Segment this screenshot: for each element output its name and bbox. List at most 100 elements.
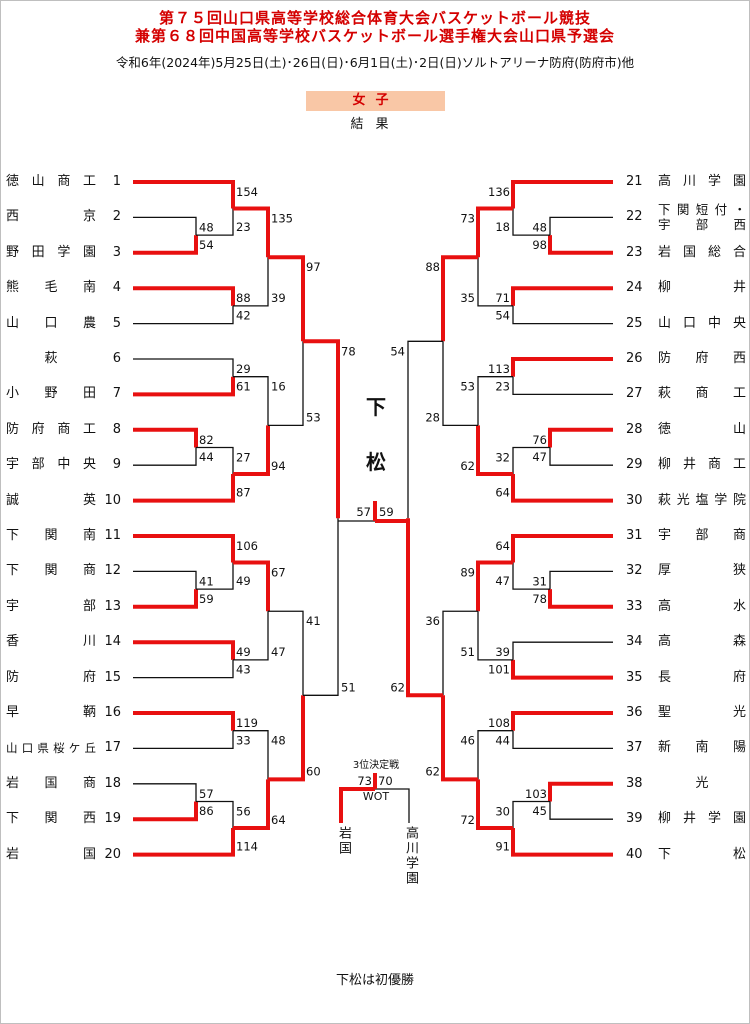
match-score: 88 (425, 260, 440, 274)
final-score-left: 57 (356, 505, 371, 519)
match-score: 62 (425, 764, 440, 778)
bracket-line (196, 446, 234, 475)
match-score: 103 (525, 787, 547, 801)
team-name-left: 香川 (6, 634, 96, 650)
match-score: 106 (236, 539, 258, 553)
team-seed-left: 2 (112, 209, 121, 225)
bracket-line (442, 610, 478, 696)
match-score: 154 (236, 185, 258, 199)
winner-path (511, 180, 613, 209)
match-score: 51 (341, 680, 356, 694)
bracket-line (196, 562, 234, 590)
team-seed-right: 28 (626, 421, 643, 437)
tournament-subtitle: 兼第６８回中国高等学校バスケットボール選手権大会山口県予選会 (134, 27, 615, 45)
match-score: 94 (271, 459, 286, 473)
match-score: 67 (271, 566, 286, 580)
team-seed-left: 13 (104, 598, 121, 614)
match-score: 39 (495, 645, 510, 659)
match-score: 48 (532, 220, 547, 234)
winner-path (548, 427, 613, 448)
bracket-line (233, 730, 269, 780)
team-seed-right: 26 (626, 351, 643, 366)
team-name-left: 下関西 (6, 811, 96, 827)
team-seed-left: 11 (104, 528, 121, 543)
bracket-line (512, 208, 550, 236)
match-score: 114 (236, 840, 258, 854)
winner-path (511, 534, 613, 563)
bracket-line (407, 340, 443, 519)
winner-path (406, 518, 443, 698)
bracket-line (512, 562, 550, 590)
match-score: 16 (271, 380, 286, 394)
team-seed-right: 23 (626, 244, 643, 260)
team-name-right: 岩国総合 (658, 244, 746, 260)
match-score: 23 (495, 379, 510, 393)
match-score: 41 (199, 574, 214, 588)
team-seed-left: 10 (104, 492, 121, 508)
match-score: 62 (390, 680, 405, 694)
team-name-left: 岩国商 (6, 775, 96, 791)
match-score: 35 (460, 291, 475, 305)
bracket-line (196, 208, 234, 236)
third-score-left: 73 (357, 774, 372, 788)
winner-path (133, 534, 235, 563)
team-name-left: 山口県桜ケ丘 (6, 741, 96, 756)
match-score: 48 (199, 220, 214, 234)
team-name-right-line2: 宇部西 (658, 217, 746, 233)
bracket-line (133, 447, 197, 466)
event-dates-venue: 令和6年(2024年)5月25日(土)･26日(日)･6月1日(土)･2日(日)… (115, 55, 635, 70)
match-score: 46 (460, 734, 475, 748)
team-name-right: 高川学園 (658, 174, 746, 189)
match-score: 44 (495, 733, 510, 747)
team-seed-right: 24 (626, 280, 643, 296)
match-score: 49 (236, 645, 251, 659)
team-seed-right: 38 (626, 775, 643, 791)
bracket-line (512, 641, 613, 660)
match-score: 64 (495, 486, 510, 500)
team-name-left: 下関南 (6, 528, 96, 543)
winner-path (133, 640, 235, 660)
team-seed-right: 30 (626, 492, 643, 508)
match-score: 32 (495, 451, 510, 465)
team-name-right: 下関短付・宇部西 (658, 202, 746, 234)
match-score: 54 (390, 344, 405, 358)
match-score: 41 (306, 614, 321, 628)
third-place-right-team: 高川学園 (403, 826, 418, 886)
winner-path (476, 425, 513, 477)
match-score: 76 (532, 433, 547, 447)
team-name-right: 山口中央 (658, 315, 746, 331)
champion-char-2: 松 (366, 450, 386, 474)
team-seed-left: 18 (104, 775, 121, 791)
team-seed-left: 9 (112, 457, 121, 473)
match-score: 48 (271, 734, 286, 748)
team-seed-left: 12 (104, 563, 121, 579)
team-seed-left: 1 (112, 174, 121, 189)
winner-path (133, 376, 235, 397)
third-place-left-team: 岩国 (336, 826, 351, 856)
winner-path (268, 255, 305, 342)
team-seed-left: 14 (104, 634, 121, 650)
winner-path (133, 711, 235, 731)
results-heading: 結果 (350, 117, 401, 132)
bracket-line (268, 341, 304, 427)
third-place-label: 3位決定戦 (352, 760, 400, 771)
team-name-left: 防府商工 (6, 421, 96, 437)
team-name-left: 下関商 (6, 563, 96, 579)
team-name-left: 早鞆 (6, 705, 96, 720)
team-name-right: 厚狭 (658, 563, 746, 579)
match-score: 29 (236, 362, 251, 376)
winner-path (511, 828, 613, 857)
winner-path (441, 695, 478, 782)
bracket-line (512, 305, 613, 325)
match-score: 78 (532, 592, 547, 606)
match-score: 82 (199, 433, 214, 447)
team-name-right: 宇部商 (658, 528, 746, 543)
team-name-right: 下松 (658, 846, 746, 862)
winner-path (133, 235, 198, 255)
bracket-line (133, 358, 234, 377)
team-seed-left: 4 (112, 280, 121, 296)
bracket-line (233, 257, 269, 307)
bracket-line (477, 730, 513, 780)
team-seed-right: 39 (626, 811, 643, 827)
